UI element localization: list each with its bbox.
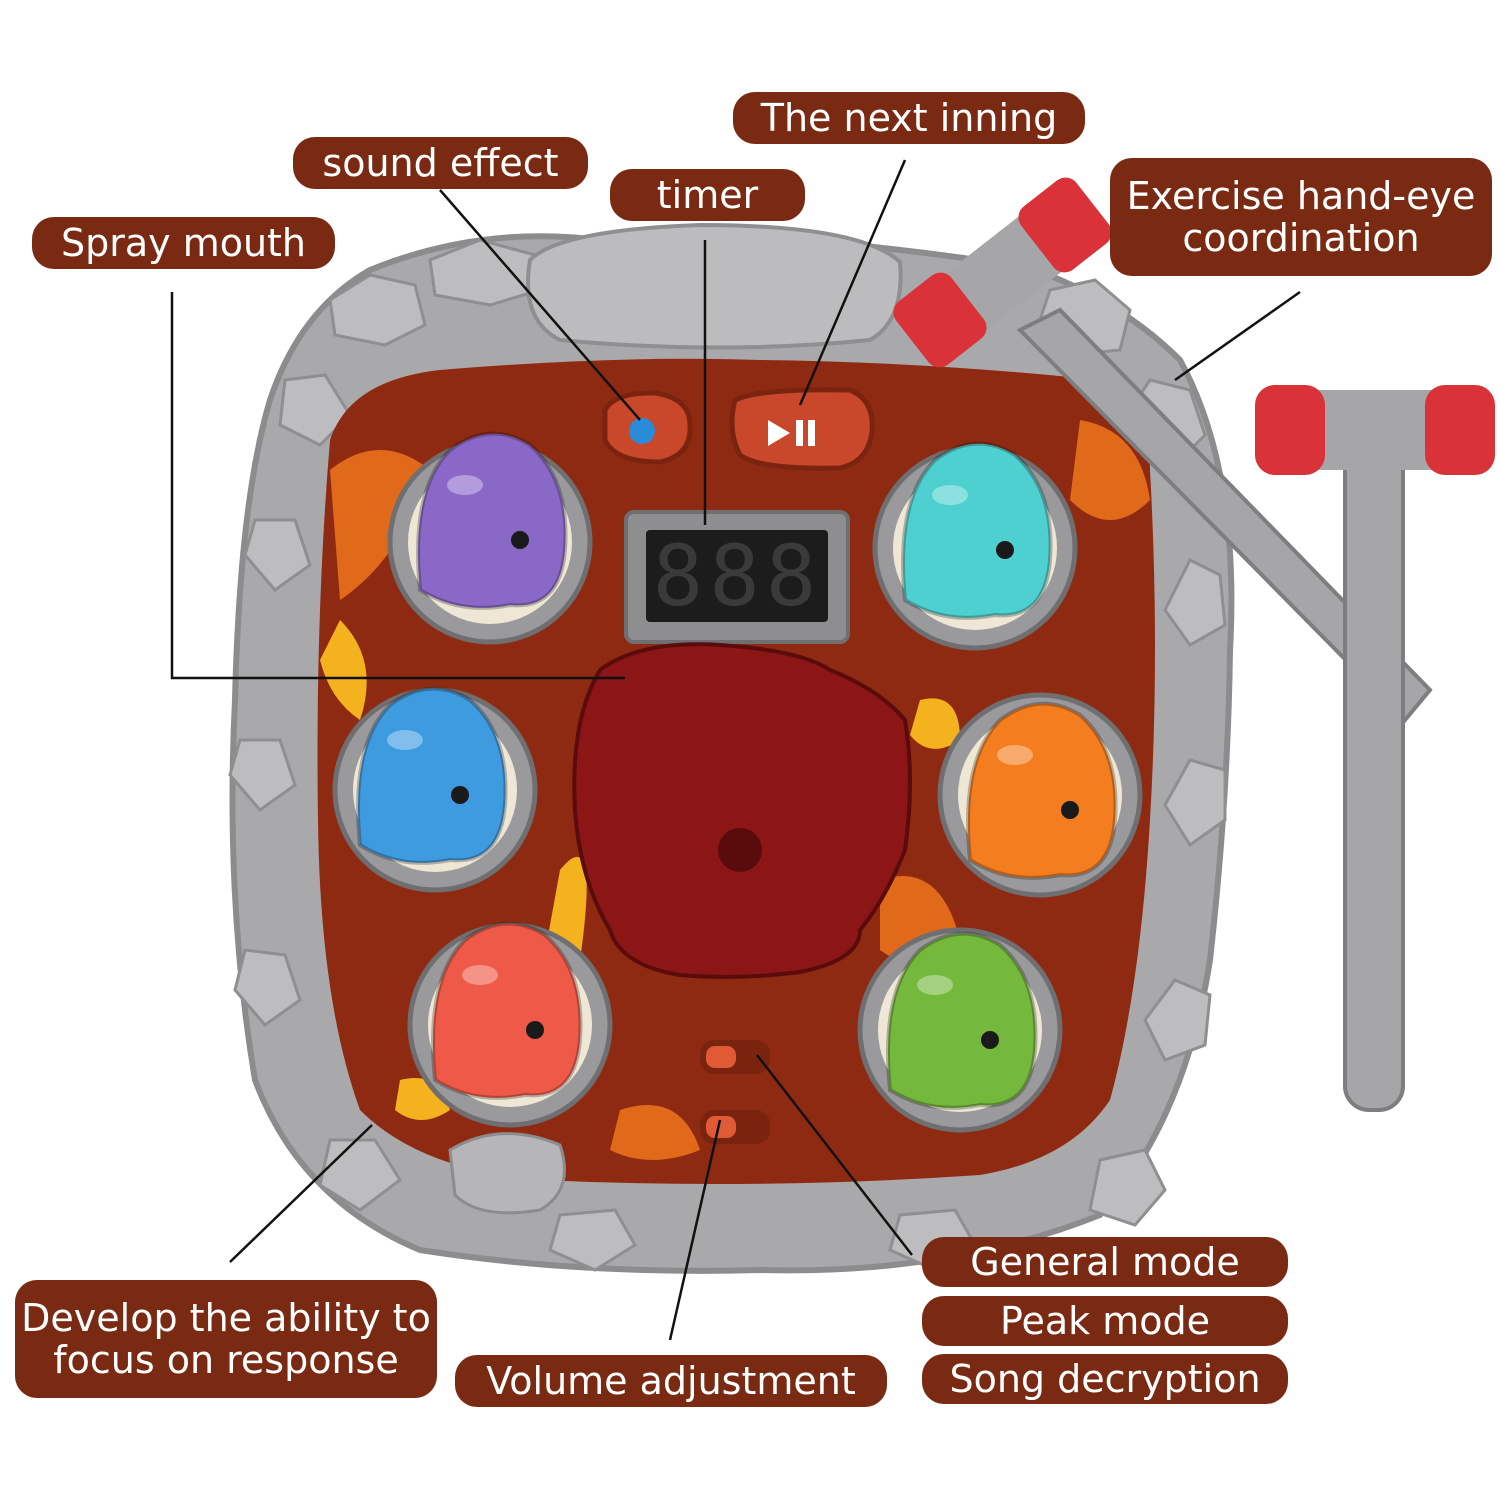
timer-display — [624, 510, 850, 644]
dino-mole-2[interactable] — [901, 441, 1053, 620]
timer-digits: 888 — [652, 527, 823, 625]
hammer-small — [1255, 385, 1495, 1112]
dino-mole-4[interactable] — [966, 701, 1118, 880]
speaker-grille — [448, 1132, 566, 1215]
spray-mouth-hole — [718, 828, 762, 872]
label-exercise: Exercise hand-eye coordination — [1110, 158, 1492, 276]
dino-eye — [511, 531, 529, 549]
volcano — [572, 642, 912, 979]
sound-effect-button[interactable] — [602, 390, 693, 465]
dino-mole-1[interactable] — [416, 431, 568, 610]
dino-mole-3[interactable] — [356, 686, 508, 865]
dino-eye — [451, 786, 469, 804]
hammer-large — [893, 177, 1433, 723]
dino-eye — [996, 541, 1014, 559]
label-develop-line-2: focus on response — [53, 1338, 399, 1382]
label-develop-line-1: Develop the ability to — [21, 1296, 431, 1340]
next-inning-button[interactable] — [729, 387, 875, 471]
volume-switch[interactable] — [700, 1110, 770, 1144]
label-exercise-line-1: Exercise hand-eye — [1126, 174, 1476, 218]
label-spray-mouth: Spray mouth — [32, 217, 335, 269]
dino-mole-6[interactable] — [886, 931, 1038, 1110]
mode-switch[interactable] — [700, 1040, 770, 1074]
dino-mole-5[interactable] — [431, 921, 583, 1100]
dino-eye — [981, 1031, 999, 1049]
dino-eye — [526, 1021, 544, 1039]
label-volume: Volume adjustment — [455, 1355, 887, 1407]
label-general-mode: General mode — [922, 1237, 1288, 1287]
label-peak-mode: Peak mode — [922, 1296, 1288, 1346]
dino-eye — [1061, 801, 1079, 819]
moles — [356, 431, 1118, 1110]
pointer-lines — [170, 159, 1301, 1341]
label-song-decryption: Song decryption — [922, 1354, 1288, 1404]
label-develop: Develop the ability to focus on response — [15, 1280, 437, 1398]
label-sound-effect: sound effect — [293, 137, 588, 189]
label-exercise-line-2: coordination — [1182, 216, 1420, 260]
label-next-inning: The next inning — [733, 92, 1085, 144]
top-dome — [526, 222, 903, 350]
label-timer: timer — [610, 169, 805, 221]
